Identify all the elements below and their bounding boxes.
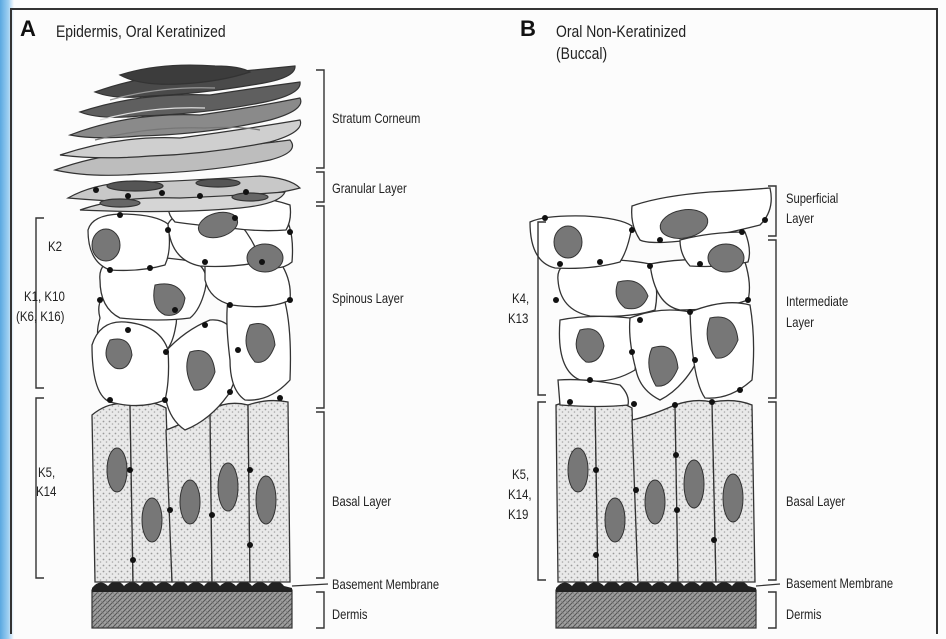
label-basement-membrane-a: Basement Membrane <box>332 576 439 593</box>
label-superficial-2: Layer <box>786 210 814 227</box>
panel-a-letter: A <box>20 16 36 42</box>
label-superficial-1: Superficial <box>786 190 838 207</box>
panel-b-right-brackets <box>768 186 776 628</box>
label-k14-a: K14 <box>36 483 56 500</box>
panel-a-title: Epidermis, Oral Keratinized <box>56 22 226 42</box>
label-granular-layer: Granular Layer <box>332 180 407 197</box>
panel-b-dermis <box>556 590 756 628</box>
panel-a-dermis <box>92 590 292 628</box>
label-k14-b: K14, <box>508 486 532 503</box>
panel-b-drawing <box>530 186 780 628</box>
label-k5-b: K5, <box>512 466 529 483</box>
panel-b-title-line1: Oral Non-Keratinized <box>556 22 686 42</box>
panel-b-pointers <box>756 584 780 586</box>
panel-a-spinous-cells <box>88 196 293 430</box>
panel-b-left-brackets <box>538 222 546 580</box>
panel-a-stratum-corneum <box>55 65 301 175</box>
label-k13: K13 <box>508 310 528 327</box>
label-intermediate-2: Layer <box>786 314 814 331</box>
label-dermis-b: Dermis <box>786 606 821 623</box>
label-k2: K2 <box>48 238 62 255</box>
label-spinous-layer: Spinous Layer <box>332 290 404 307</box>
label-k4: K4, <box>512 290 529 307</box>
label-intermediate-1: Intermediate <box>786 293 848 310</box>
panel-b-letter: B <box>520 16 536 42</box>
label-k19: K19 <box>508 506 528 523</box>
panel-a-pointers <box>292 584 328 586</box>
label-dermis-a: Dermis <box>332 606 367 623</box>
label-basement-membrane-b: Basement Membrane <box>786 575 893 592</box>
panel-a-right-brackets <box>316 70 324 628</box>
label-basal-layer-b: Basal Layer <box>786 493 845 510</box>
panel-b-title-line2: (Buccal) <box>556 44 607 64</box>
panel-a-drawing <box>36 65 328 628</box>
label-basal-layer-a: Basal Layer <box>332 493 391 510</box>
panel-a-left-brackets <box>36 218 44 578</box>
label-k5-a: K5, <box>38 464 55 481</box>
label-k1-k10: K1, K10 <box>24 288 65 305</box>
label-stratum-corneum: Stratum Corneum <box>332 110 420 127</box>
label-k6-k16: (K6, K16) <box>16 308 64 325</box>
